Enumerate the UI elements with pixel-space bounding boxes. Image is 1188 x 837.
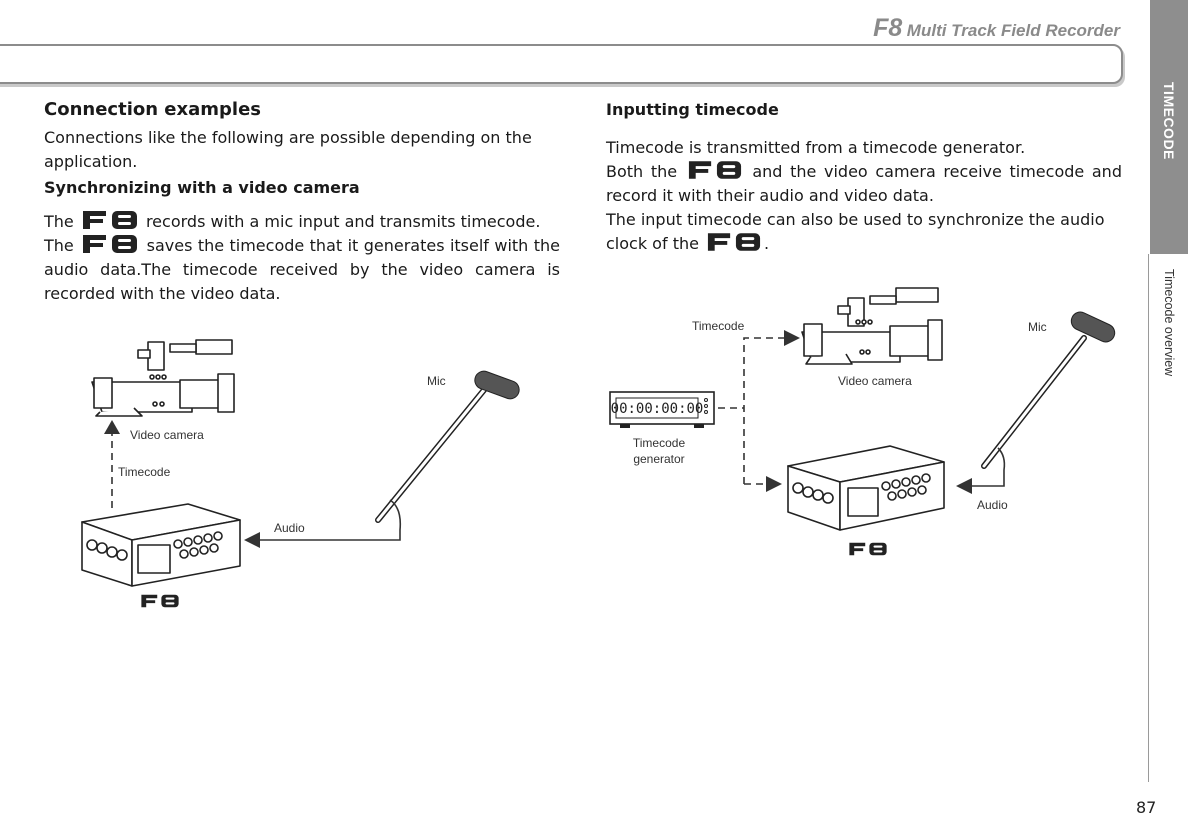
left-column: Connection examples Connections like the…	[44, 96, 560, 306]
page-number: 87	[1136, 798, 1157, 817]
page-header-title: F8 Multi Track Field Recorder	[873, 14, 1120, 43]
text-fragment: .	[764, 234, 770, 253]
intro-paragraph: Connections like the following are possi…	[44, 128, 532, 171]
mic-label: Mic	[1028, 320, 1047, 334]
text-fragment: The	[44, 212, 74, 231]
right-column: Inputting timecode Timecode is transmitt…	[606, 96, 1122, 256]
arrow-left-icon	[244, 532, 260, 548]
inputting-timecode-heading: Inputting timecode	[606, 100, 779, 119]
section-tab	[1150, 0, 1188, 254]
video-camera-icon	[801, 287, 943, 365]
mic-label: Mic	[427, 374, 446, 388]
video-camera-label: Video camera	[130, 428, 204, 442]
text-fragment: The input timecode can also be used to s…	[606, 210, 1105, 253]
arrow-right-icon	[766, 476, 782, 492]
timecode-links	[718, 337, 786, 485]
sync-video-heading: Synchronizing with a video camera	[44, 178, 360, 197]
audio-cable	[972, 447, 1006, 487]
f8-recorder-icon	[81, 503, 241, 587]
header-bar	[0, 44, 1123, 84]
input-timecode-diagram: Video camera Timecode 00:00:00:00 Timeco…	[609, 287, 1116, 556]
subsection-label: Timecode overview	[1162, 269, 1176, 377]
timecode-paragraph-1: Timecode is transmitted from a timecode …	[606, 138, 1026, 157]
f8-recorder-icon	[787, 445, 945, 531]
timecode-label: Timecode	[692, 319, 745, 333]
f8-logo-icon	[849, 542, 887, 556]
header-subtitle: Multi Track Field Recorder	[906, 21, 1120, 40]
arrow-up-icon	[104, 420, 120, 434]
video-camera-label: Video camera	[838, 374, 912, 388]
text-fragment: The	[44, 236, 74, 255]
timecode-paragraph-3: The input timecode can also be used to s…	[606, 208, 1122, 256]
timecode-label: Timecode	[118, 465, 171, 479]
timecode-paragraph-2: Both the and the video camera receive ti…	[606, 160, 1122, 208]
audio-label: Audio	[274, 521, 305, 535]
side-divider	[1148, 254, 1149, 782]
section-tab-label: TIMECODE	[1161, 82, 1177, 160]
f8-logo-icon	[707, 233, 761, 251]
video-camera-icon	[91, 339, 235, 417]
text-fragment: and the video camera receive timecode an…	[606, 162, 1122, 205]
mic-icon	[375, 370, 520, 523]
f8-logo-icon	[82, 211, 137, 229]
generator-label-line1: Timecode	[633, 436, 686, 450]
timecode-generator-icon	[609, 391, 715, 428]
audio-label: Audio	[977, 498, 1008, 512]
text-fragment: saves the timecode that it generates its…	[44, 236, 560, 303]
sync-paragraph-1: The records with a mic input and transmi…	[44, 210, 560, 234]
connection-examples-heading: Connection examples	[44, 99, 262, 120]
sync-video-diagram: Video camera Timecode Mic Audio	[81, 339, 520, 608]
text-fragment: Both the	[606, 162, 678, 181]
header-model: F8	[873, 14, 903, 42]
text-fragment: records with a mic input and transmits t…	[145, 212, 541, 231]
generator-label-line2: generator	[633, 452, 684, 466]
audio-cable	[256, 499, 402, 541]
sync-paragraph-2: The saves the timecode that it generates…	[44, 234, 560, 306]
f8-logo-icon	[83, 235, 138, 253]
arrow-right-icon	[784, 330, 800, 346]
f8-logo-icon	[141, 594, 179, 608]
mic-icon	[981, 311, 1116, 469]
generator-display: 00:00:00:00	[611, 401, 704, 417]
f8-logo-icon	[688, 161, 741, 179]
arrow-left-icon	[956, 478, 972, 494]
